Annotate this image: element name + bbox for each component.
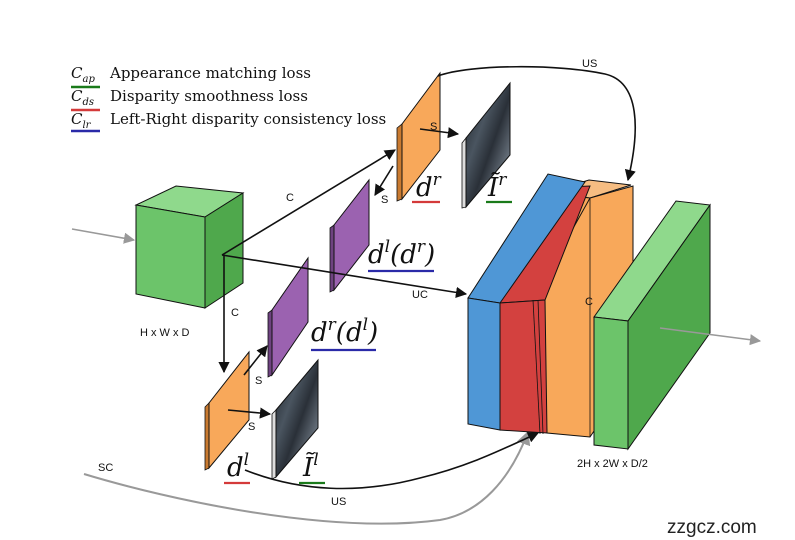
- legend-label: Disparity smoothness loss: [110, 87, 308, 105]
- op-label-s-top-right: S: [430, 121, 437, 133]
- op-label-s-bottom-low: S: [248, 421, 255, 433]
- label-dr: dr: [412, 170, 442, 204]
- output-arrow: [659, 327, 762, 346]
- input-feature-block: [134, 185, 245, 309]
- legend-label: Appearance matching loss: [109, 64, 311, 82]
- right-disparity-map: [396, 71, 441, 202]
- svg-text:dr: dr: [416, 170, 442, 203]
- legend-symbol: Cap: [71, 64, 95, 85]
- legend: Cap Appearance matching loss Cds Dispari…: [71, 64, 386, 133]
- output-dim-label: 2H x 2W x D/2: [577, 458, 648, 470]
- legend-item-smoothness: Cds Disparity smoothness loss: [71, 87, 308, 112]
- left-from-right-disparity: [329, 178, 370, 293]
- reconstructed-right-image: [461, 81, 511, 209]
- op-label-uc: UC: [412, 289, 428, 301]
- legend-item-appearance: Cap Appearance matching loss: [71, 64, 311, 89]
- label-il: Ĩl: [299, 450, 325, 485]
- right-from-left-disparity: [267, 256, 309, 378]
- legend-symbol: Clr: [71, 110, 92, 131]
- legend-item-lr-consistency: Clr Left-Right disparity consistency los…: [71, 110, 386, 133]
- output-feature-block: [593, 200, 711, 451]
- svg-text:dl: dl: [227, 450, 249, 483]
- label-ir: Ĩr: [486, 170, 512, 204]
- op-label-us-top: US: [582, 58, 597, 70]
- op-label-c-lower: C: [231, 307, 239, 319]
- op-label-us-bottom: US: [331, 496, 346, 508]
- svg-text:Ĩr: Ĩr: [487, 170, 507, 203]
- label-dr-of-dl: dr(dl): [311, 315, 378, 352]
- label-dl: dl: [224, 450, 250, 485]
- op-label-c-right: C: [585, 296, 593, 308]
- sc-skip-arrow: [83, 430, 531, 525]
- op-label-c-upper: C: [286, 192, 294, 204]
- watermark-text: zzgcz.com: [667, 517, 757, 538]
- op-label-s-bottom-mid: S: [255, 375, 262, 387]
- svg-text:dr(dl): dr(dl): [311, 315, 378, 348]
- reconstructed-left-image: [271, 358, 319, 480]
- input-dim-label: H x W x D: [140, 327, 190, 339]
- svg-text:dl(dr): dl(dr): [368, 237, 435, 270]
- legend-symbol: Cds: [71, 87, 94, 108]
- input-arrow: [71, 228, 136, 244]
- svg-text:Ĩl: Ĩl: [302, 450, 319, 483]
- op-label-sc: SC: [98, 462, 113, 474]
- flow-arrows: [218, 65, 636, 490]
- op-label-s-top-left: S: [381, 194, 388, 206]
- label-dl-of-dr: dl(dr): [368, 237, 435, 273]
- legend-label: Left-Right disparity consistency loss: [110, 110, 386, 128]
